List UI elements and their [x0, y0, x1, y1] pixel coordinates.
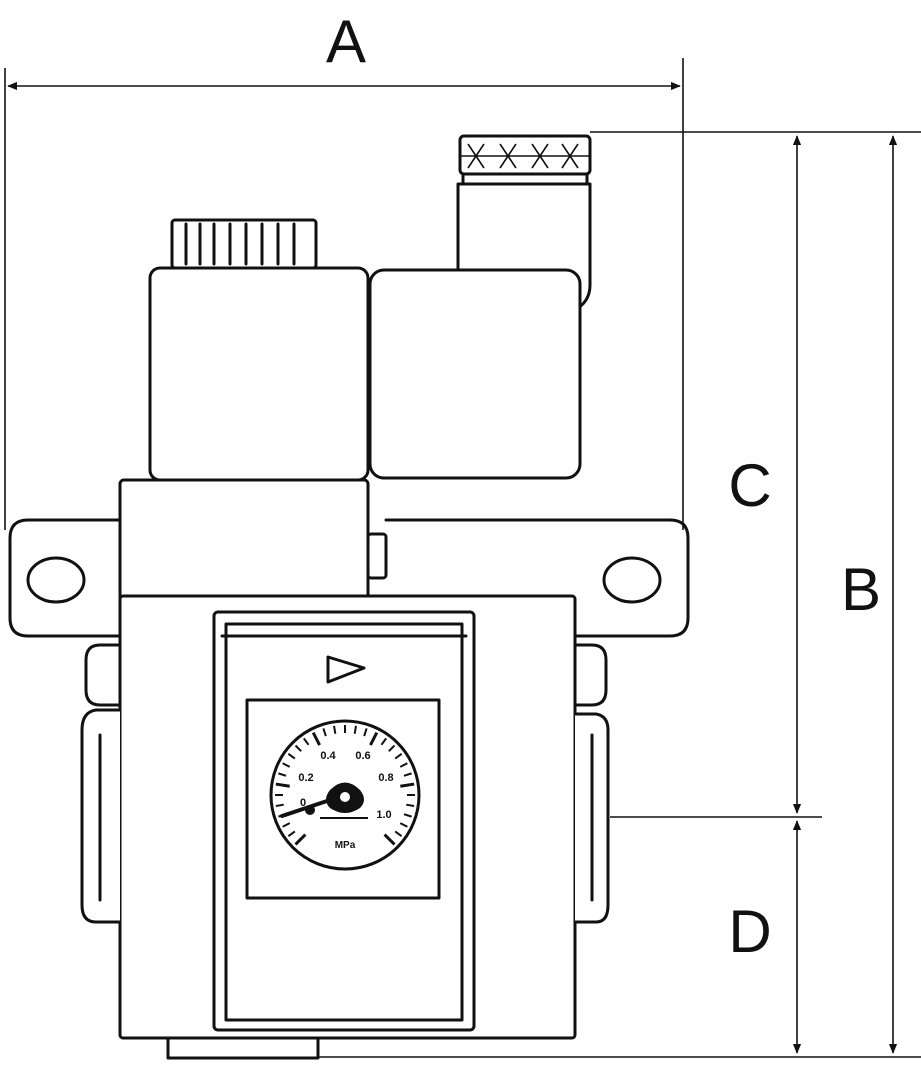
mounting-bracket: [8, 518, 690, 638]
gauge-tick: [380, 737, 387, 746]
gauge-tick: [275, 803, 284, 807]
dimension-a-label: A: [326, 8, 366, 75]
gauge-tick: [278, 772, 287, 777]
coil-nut-knurl: [184, 222, 296, 266]
gauge-tick: [383, 833, 396, 846]
gauge-tick: [303, 737, 310, 746]
gauge-scale-1.0: 1.0: [376, 809, 391, 821]
dimension-c-label: C: [728, 452, 771, 519]
gauge-hub-pin: [340, 792, 350, 802]
gauge-unit-label: MPa: [335, 840, 356, 851]
gauge-tick: [388, 744, 396, 752]
valve-body: [118, 478, 370, 602]
dimension-d-label: D: [728, 898, 771, 965]
bracket-right-arm: [384, 518, 690, 638]
pressure-gauge: 0.2 0.4 0.6 0.8 1.0 0 MPa: [269, 719, 421, 871]
front-panel-inner: [224, 622, 464, 1022]
gauge-tick: [353, 725, 357, 734]
solenoid-coil: [118, 218, 582, 602]
triangle-arrow-icon: [326, 655, 366, 684]
bracket-left-arm: [8, 518, 122, 638]
gauge-tick: [287, 830, 296, 837]
gauge-tick: [363, 728, 368, 737]
coil-housing-right: [368, 268, 582, 480]
gauge-tick: [400, 782, 415, 788]
gauge-tick: [282, 822, 291, 828]
gauge-tick: [369, 731, 379, 746]
gauge-tick: [394, 753, 403, 760]
coil-housing-left: [148, 266, 370, 482]
gauge-scale-0.8: 0.8: [378, 772, 393, 784]
gauge-tick: [311, 731, 321, 746]
gauge-tick: [282, 762, 291, 768]
gauge-scale-zero: 0: [300, 797, 306, 809]
gauge-tick: [403, 813, 412, 818]
gauge-tick: [322, 728, 327, 737]
gauge-tick: [294, 833, 307, 846]
dimension-vertical-group: C D B: [318, 131, 921, 1058]
gauge-tick: [403, 772, 412, 777]
gauge-tick: [287, 753, 296, 760]
gauge-tick: [275, 782, 290, 788]
gauge-scale-0.2: 0.2: [298, 772, 313, 784]
gauge-tick: [333, 725, 337, 734]
gauge-tick: [294, 744, 302, 752]
right-upper-port: [573, 643, 608, 707]
left-upper-port: [84, 643, 122, 707]
bracket-hole-left: [26, 556, 86, 604]
gauge-ticks: [275, 725, 415, 846]
gauge-tick: [394, 830, 403, 837]
gauge-tick: [399, 762, 408, 768]
dimension-a: A: [4, 8, 684, 530]
gauge-scale-0.6: 0.6: [355, 750, 370, 762]
valve-side-plug: [366, 532, 388, 580]
gauge-tick: [399, 822, 408, 828]
bracket-hole-right: [602, 556, 662, 604]
gauge-tick: [406, 803, 415, 807]
body-bottom-port: [166, 1036, 320, 1060]
gauge-needle-stop: [305, 805, 315, 815]
dimension-b-label: B: [841, 556, 881, 623]
gauge-scale-0.4: 0.4: [320, 750, 336, 762]
